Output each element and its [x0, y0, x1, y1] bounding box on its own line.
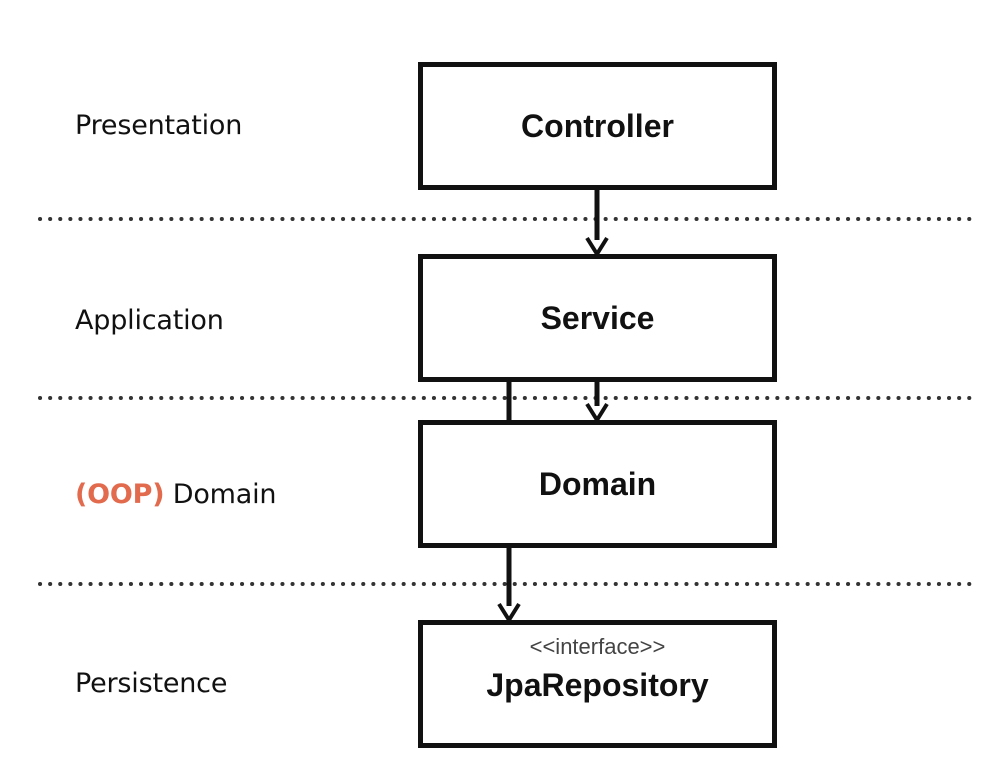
layer-label-application: Application — [75, 307, 224, 334]
layer-label-text: Persistence — [75, 668, 228, 699]
arrowhead-service-to-repository — [497, 602, 521, 624]
arrowhead-controller-to-service — [585, 236, 609, 258]
service-box: Service — [418, 254, 777, 382]
controller-box: Controller — [418, 62, 777, 190]
layer-label-text: Application — [75, 305, 224, 336]
service-title: Service — [540, 299, 655, 336]
layer-label-accent-oop: (OOP) — [75, 479, 165, 510]
layer-label-domain: (OOP) Domain — [75, 479, 277, 510]
layer-label-text: Domain — [164, 479, 277, 510]
jpa-repository-title: JpaRepository — [486, 667, 709, 704]
layer-label-presentation: Presentation — [75, 112, 242, 139]
controller-title: Controller — [521, 107, 674, 144]
interface-stereotype: <<interface>> — [529, 634, 666, 659]
layer-label-persistence: Persistence — [75, 670, 227, 697]
domain-box: Domain — [418, 420, 777, 548]
arrowhead-service-to-domain — [585, 402, 609, 424]
domain-title: Domain — [538, 465, 657, 502]
jpa-repository-box: <<interface>> JpaRepository — [418, 620, 777, 748]
layer-label-text: Presentation — [75, 110, 243, 141]
